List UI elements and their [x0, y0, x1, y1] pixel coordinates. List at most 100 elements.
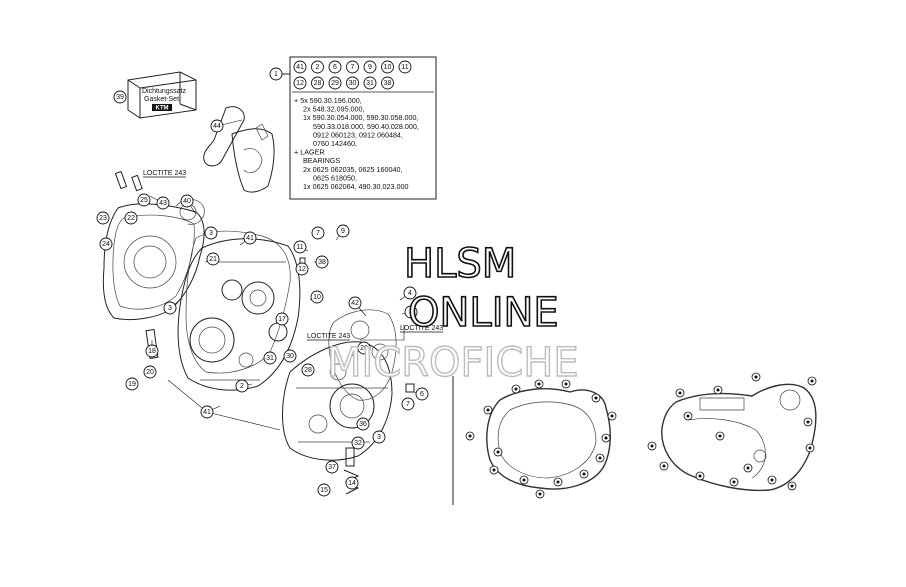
callout-circle [310, 290, 324, 304]
info-ref-29[interactable]: 29 [328, 76, 342, 90]
callout-c3b[interactable]: 3 [163, 301, 177, 315]
callout-label: 7 [316, 230, 320, 237]
callout-circle [275, 312, 289, 326]
callout-c21[interactable]: 21 [206, 252, 220, 266]
callout-circle [204, 226, 218, 240]
callout-circle [206, 252, 220, 266]
callout-c14[interactable]: 14 [345, 476, 359, 490]
callout-label: 19 [128, 381, 136, 388]
ignition-cover[interactable] [102, 199, 205, 321]
info-ref-28[interactable]: 28 [311, 76, 324, 90]
callout-c30[interactable]: 30 [283, 349, 297, 363]
info-ref-41[interactable]: 41 [293, 60, 307, 74]
callout-c5[interactable]: 5 [404, 305, 418, 319]
callout-circle [180, 194, 194, 208]
callout-circle [143, 365, 157, 379]
kickstarter-bracket[interactable] [203, 106, 275, 193]
callout-1[interactable]: 1 [269, 67, 283, 81]
info-ref-10[interactable]: 10 [381, 60, 394, 74]
shaft-and-studs [114, 170, 415, 495]
info-ref-label: 31 [366, 80, 374, 87]
callout-c39[interactable]: 39 [113, 90, 127, 104]
info-ref-label: 10 [384, 64, 392, 71]
info-ref-label: 9 [368, 64, 372, 71]
callout-label: 37 [328, 464, 336, 471]
callout-c26[interactable]: 26 [357, 341, 371, 355]
callout-c3a[interactable]: 3 [204, 226, 218, 240]
callout-label: 22 [127, 215, 135, 222]
gasket-set-box[interactable]: Dichtungssatz Gasket-Set KTM [127, 71, 197, 119]
info-ref-31[interactable]: 31 [363, 76, 377, 90]
info-ref-label: 12 [296, 80, 304, 87]
callout-c38[interactable]: 38 [315, 255, 329, 269]
bolt-marker [489, 465, 499, 475]
callout-c18[interactable]: 18 [145, 344, 159, 358]
info-ref-11[interactable]: 11 [398, 60, 412, 74]
callout-circle [263, 351, 277, 365]
info-ref-label: 41 [296, 64, 304, 71]
bolt-marker [553, 477, 563, 487]
callout-c28[interactable]: 28 [301, 363, 315, 377]
callout-circle [293, 240, 307, 254]
callout-c15[interactable]: 15 [317, 483, 331, 497]
callout-c23[interactable]: 23 [96, 211, 110, 225]
callout-label: 44 [213, 123, 221, 130]
callout-c41a[interactable]: 41 [243, 231, 257, 245]
info-ref-label: 28 [314, 80, 322, 87]
callout-c37[interactable]: 37 [325, 460, 339, 474]
callout-c11[interactable]: 11 [293, 240, 307, 254]
callout-c10[interactable]: 10 [310, 290, 324, 304]
info-ref-label: 11 [401, 64, 408, 71]
info-ref-9[interactable]: 9 [363, 60, 377, 74]
info-ref-2[interactable]: 2 [311, 60, 324, 74]
callout-c32[interactable]: 32 [351, 436, 365, 450]
callout-c36[interactable]: 36 [356, 417, 370, 431]
callout-c24[interactable]: 24 [99, 237, 113, 251]
bolt-marker [803, 417, 813, 427]
info-ref-12[interactable]: 12 [293, 76, 307, 90]
callout-c22[interactable]: 22 [124, 211, 138, 225]
info-ref-circle [346, 76, 359, 90]
info-ref-circle [328, 60, 342, 74]
left-crankcase-half[interactable] [177, 238, 301, 391]
callout-label: 11 [296, 244, 303, 251]
bolt-marker [675, 388, 685, 398]
callout-c31[interactable]: 31 [263, 351, 277, 365]
callout-c4[interactable]: 4 [403, 286, 417, 300]
callout-c44[interactable]: 44 [210, 119, 224, 133]
info-ref-6[interactable]: 6 [328, 60, 342, 74]
info-ref-38[interactable]: 38 [381, 76, 394, 90]
callout-c17[interactable]: 17 [275, 312, 289, 326]
info-ref-7[interactable]: 7 [346, 60, 359, 74]
callout-label: 41 [246, 235, 254, 242]
info-ref-circle [311, 76, 324, 90]
callout-c2[interactable]: 2 [235, 379, 249, 393]
callout-c40[interactable]: 40 [180, 194, 194, 208]
bolt-marker [729, 477, 739, 487]
callout-c20[interactable]: 20 [143, 365, 157, 379]
callout-c3c[interactable]: 3 [372, 430, 386, 444]
callout-c25[interactable]: 25 [137, 193, 151, 207]
bolt-marker [743, 463, 753, 473]
bolt-marker [534, 379, 544, 389]
callout-c7[interactable]: 7 [311, 226, 325, 240]
info-ref-30[interactable]: 30 [346, 76, 359, 90]
callout-circle [163, 301, 177, 315]
ktm-logo-text: KTM [156, 106, 169, 112]
loctite-text-2: LOCTITE 243 [307, 333, 350, 340]
callout-label: 3 [168, 305, 172, 312]
callout-circle [235, 379, 249, 393]
callout-c43[interactable]: 43 [156, 196, 170, 210]
callout-c41b[interactable]: 41 [200, 405, 214, 419]
callout-c7b[interactable]: 7 [401, 397, 415, 411]
callout-c19[interactable]: 19 [125, 377, 139, 391]
right-crankcase-half[interactable] [282, 341, 393, 461]
callout-c6[interactable]: 6 [415, 387, 429, 401]
callout-c12[interactable]: 12 [295, 262, 309, 276]
callout-c9[interactable]: 9 [336, 224, 350, 238]
callout-circle [137, 193, 151, 207]
callout-c42[interactable]: 42 [348, 296, 362, 310]
info-ref-label: 38 [384, 80, 392, 87]
